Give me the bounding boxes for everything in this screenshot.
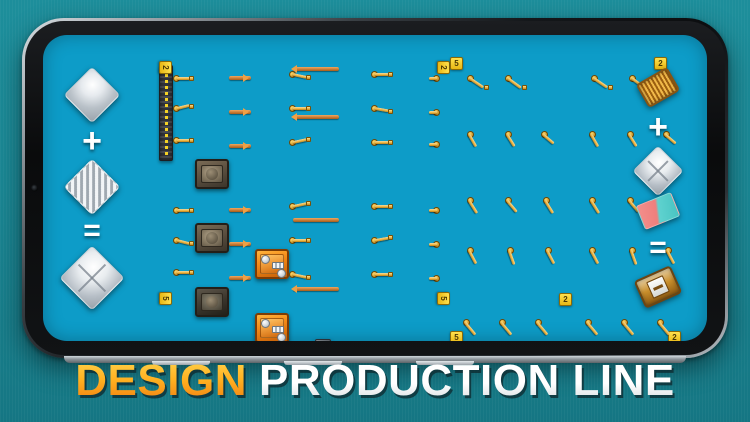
item-transfer-pipe [229,276,251,280]
item-transfer-pipe [229,208,251,212]
phone-side-button [31,184,38,192]
belt-label-top-mid: 5 [450,57,463,70]
item-transfer-pipe [293,67,339,71]
striped-plate-gem-icon[interactable] [63,158,121,216]
belt-label-center: 2 [559,293,572,306]
smelter-machine[interactable] [195,287,229,317]
item-transfer-pipe [229,144,251,148]
crafting-recipe-right: + = [615,35,701,341]
phone-rail-tab [152,361,210,365]
phone-bottom-rail [64,356,686,363]
phone-device-frame: 2 [22,18,728,365]
cross-plate-gem-icon[interactable] [59,245,125,311]
flow-arrow-icon [243,206,249,214]
factory-production-line[interactable]: 2 [43,35,707,341]
equals-operator: = [649,231,667,264]
flow-arrow-icon [291,65,297,73]
circuit-chip-icon[interactable] [635,191,681,231]
assembler-machine[interactable] [255,313,289,341]
phone-body: 2 [25,21,725,355]
belt-label-tl: 2 [159,61,172,74]
assembler-machine[interactable] [255,249,289,279]
phone-rail-tab [284,361,342,365]
flow-arrow-icon [243,240,249,248]
title-rest-words: PRODUCTION LINE [258,356,675,405]
belt-label-bot-right: 2 [668,331,681,341]
crafting-recipe-left: + = [49,35,135,341]
flow-arrow-icon [243,74,249,82]
flow-arrow-icon [291,113,297,121]
game-screen[interactable]: 2 [43,35,707,341]
belt-label-br: 5 [437,292,450,305]
silver-ingot-gem-icon[interactable] [63,66,121,124]
conveyor-belt-items-vertical-upper[interactable] [315,339,331,341]
flow-arrow-icon [243,142,249,150]
copper-coil-icon[interactable] [635,66,681,109]
equals-operator: = [83,214,101,247]
flow-arrow-icon [243,108,249,116]
belt-label-bot-mid: 5 [450,331,463,341]
flow-arrow-icon [291,285,297,293]
conveyor-belt-vertical-top-left[interactable] [159,65,173,161]
silver-ingot-gem-icon[interactable] [632,145,684,197]
item-transfer-pipe [229,76,251,80]
smelter-machine[interactable] [195,159,229,189]
electric-motor-icon[interactable] [633,265,683,309]
belt-label-tr: 2 [437,61,450,74]
flow-arrow-icon [243,274,249,282]
smelter-machine[interactable] [195,223,229,253]
item-transfer-pipe [229,110,251,114]
plus-operator: + [82,122,102,160]
plus-operator: + [648,108,668,146]
item-transfer-pipe [229,242,251,246]
item-transfer-pipe [293,218,339,222]
title-highlight-word: DESIGN [75,356,247,405]
phone-rail-tab [416,361,474,365]
item-transfer-pipe [293,115,339,119]
item-transfer-pipe [293,287,339,291]
belt-label-bl: 5 [159,292,172,305]
